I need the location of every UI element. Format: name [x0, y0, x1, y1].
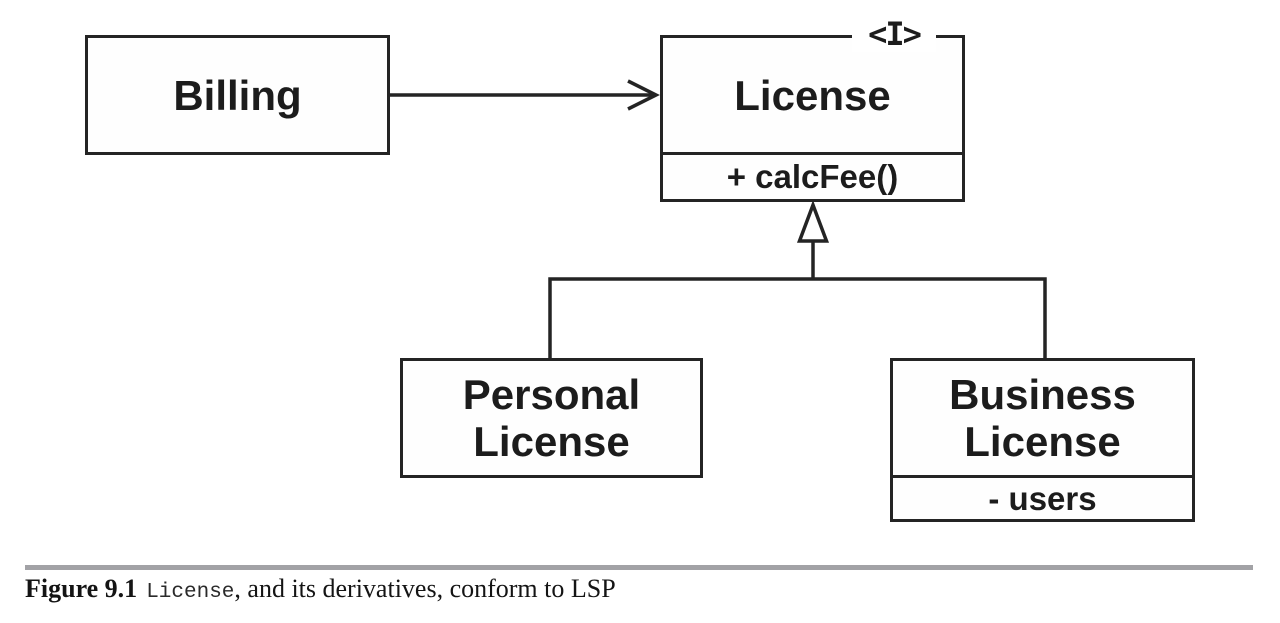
- inheritance-connector: [548, 200, 1047, 358]
- class-name-text: Billing: [173, 71, 302, 119]
- license-method-compartment: + calcFee(): [663, 152, 962, 199]
- attribute-text: - users: [988, 479, 1097, 517]
- personal-license-class-name: Personal License: [403, 361, 700, 475]
- business-license-class-name: Business License: [893, 361, 1192, 475]
- billing-class-name: Billing: [88, 38, 387, 152]
- class-name-line1: Personal: [462, 371, 641, 418]
- personal-license-class-box: Personal License: [400, 358, 703, 478]
- figure-caption: Figure 9.1 License, and its derivatives, …: [25, 574, 1225, 604]
- class-name-line2: License: [473, 418, 630, 465]
- billing-class-box: Billing: [85, 35, 390, 155]
- caption-divider-rule: [25, 565, 1253, 570]
- method-text: + calcFee(): [726, 158, 899, 195]
- figure-caption-text: , and its derivatives, conform to LSP: [234, 574, 616, 603]
- association-arrow: [390, 79, 660, 111]
- inheritance-triangle-icon: [796, 200, 830, 243]
- open-arrowhead-icon: [627, 79, 660, 111]
- figure-caption-code: License: [146, 581, 235, 604]
- figure-caption-number: Figure 9.1: [25, 574, 138, 603]
- business-attribute-compartment: - users: [893, 475, 1192, 519]
- class-name-line2: License: [964, 418, 1121, 465]
- class-name-line1: Business: [949, 371, 1136, 418]
- license-class-box: License + calcFee(): [660, 35, 965, 202]
- class-name-text: License: [734, 71, 891, 119]
- license-class-name: License: [663, 38, 962, 152]
- business-license-class-box: Business License - users: [890, 358, 1195, 522]
- interface-stereotype-label: <I>: [852, 16, 936, 52]
